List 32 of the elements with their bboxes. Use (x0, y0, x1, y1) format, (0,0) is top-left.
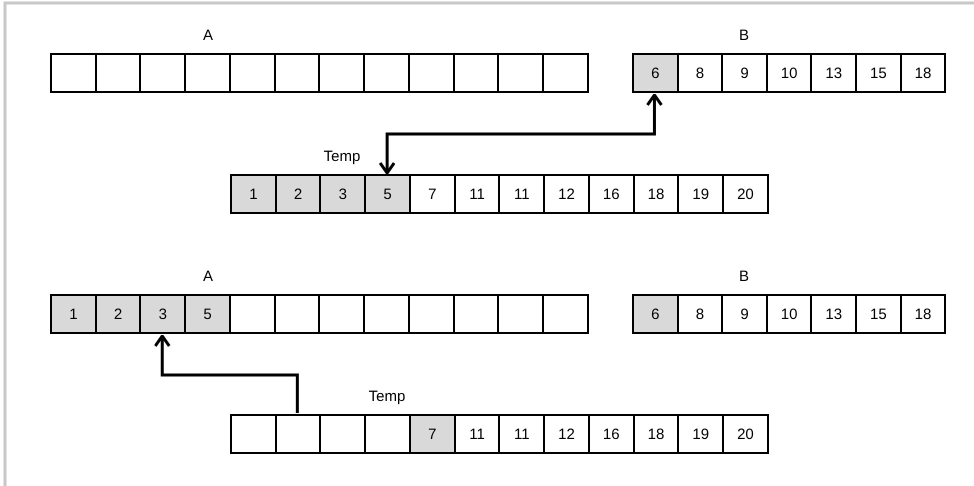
array-cell: 11 (456, 416, 500, 452)
array-cell: 1 (232, 176, 277, 212)
array-cell: 3 (141, 296, 186, 332)
array-cell: 7 (410, 416, 456, 452)
array-cell: 5 (366, 176, 411, 212)
array-label: B (739, 27, 749, 44)
array-box (230, 414, 769, 454)
array-cell: 1 (52, 296, 97, 332)
array-box (632, 294, 946, 334)
array-cell: 11 (456, 176, 500, 212)
array-cell: 2 (276, 176, 322, 212)
arrow (378, 94, 663, 174)
array-cell: 5 (186, 296, 231, 332)
array-label: A (203, 27, 213, 44)
array-cell: 18 (902, 296, 946, 332)
array-box (632, 53, 946, 93)
array-cell: 8 (678, 296, 724, 332)
array-cell: 6 (634, 296, 679, 332)
array-label: Temp (324, 148, 360, 165)
array-cell: 2 (96, 296, 142, 332)
array-cell: 18 (634, 416, 680, 452)
array-label: B (739, 268, 749, 285)
array-label: A (203, 268, 213, 285)
array-box (50, 53, 589, 93)
array-box (230, 174, 769, 214)
array-cell: 3 (321, 176, 366, 212)
array-cell: 18 (902, 55, 946, 91)
array-cell: 6 (634, 55, 679, 91)
array-cell: 18 (634, 176, 680, 212)
array-label: Temp (368, 388, 406, 405)
arrow (154, 334, 299, 413)
array-box (50, 294, 589, 334)
